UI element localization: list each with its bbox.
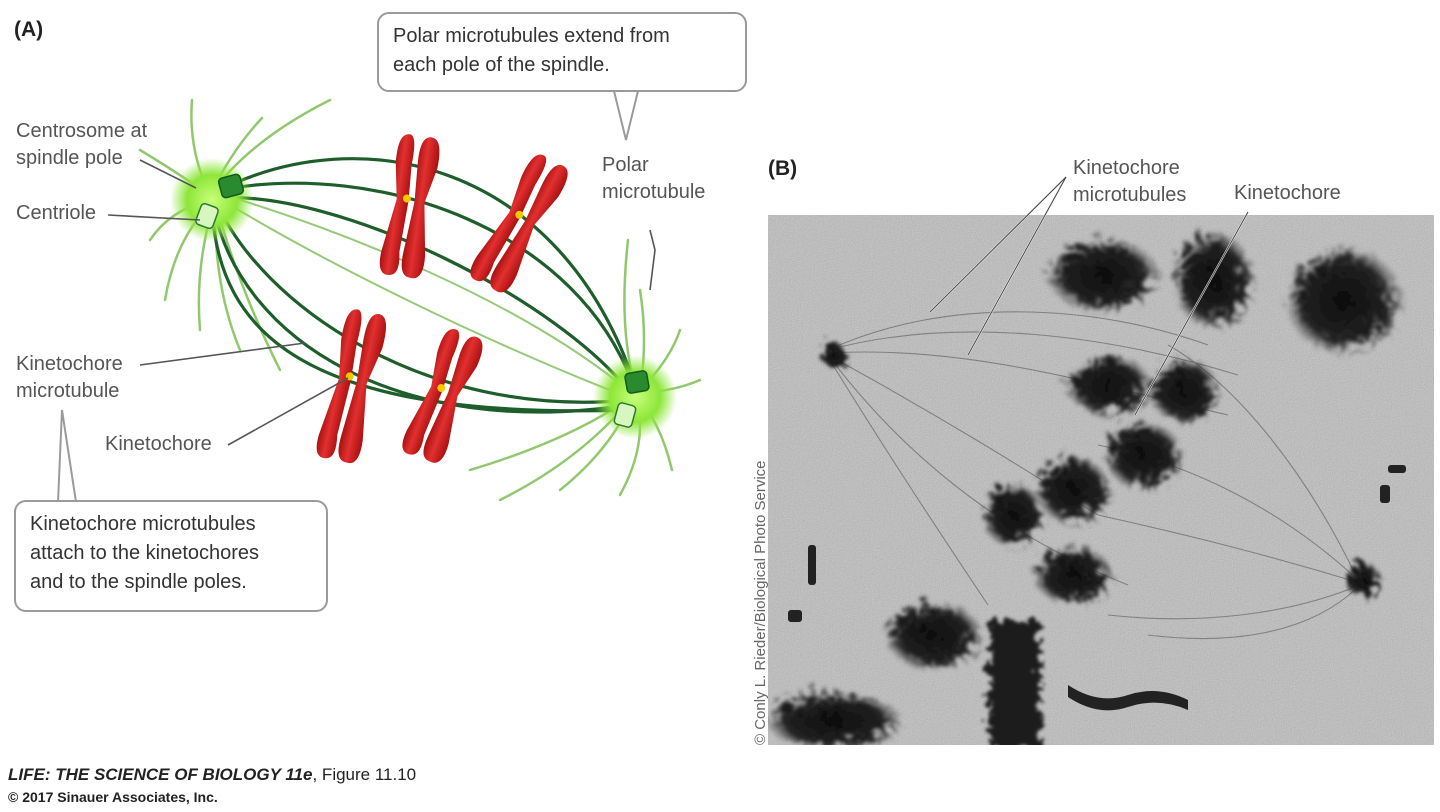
- label-kinetochore-b: Kinetochore: [1234, 182, 1341, 204]
- label-centrosome-line1: Centrosome at: [16, 120, 148, 142]
- kinetochore-4: [437, 383, 446, 392]
- label-kinetochore-mt-line2: microtubule: [16, 380, 120, 402]
- centrosome-right: [593, 355, 677, 439]
- photo-credit: © Conly L. Rieder/Biological Photo Servi…: [752, 460, 769, 745]
- footer-figure: , Figure 11.10: [312, 765, 417, 784]
- footer-citation: LIFE: THE SCIENCE OF BIOLOGY 11e, Figure…: [8, 765, 416, 785]
- chromosome-1: [379, 134, 440, 279]
- callout-polar-line1: Polar microtubules extend from: [393, 25, 670, 47]
- callout-polar-microtubules: Polar microtubules extend from each pole…: [377, 12, 747, 92]
- label-kinetochore-mt-line1: Kinetochore: [16, 353, 123, 375]
- label-kinetochore-mts-line2: microtubules: [1073, 184, 1187, 206]
- chromosome-4: [402, 329, 483, 463]
- callout-kinetochore-line2: attach to the kinetochores: [30, 542, 260, 564]
- callout-bottom-tail: [57, 409, 77, 503]
- callout-kinetochore-line1: Kinetochore microtubules: [30, 513, 256, 535]
- label-kinetochore-microtubules-b: Kinetochore microtubules: [1073, 155, 1186, 209]
- label-polar-line2: microtubule: [602, 181, 706, 203]
- electron-micrograph: [768, 215, 1434, 745]
- kinetochore-2: [515, 210, 524, 219]
- centriole-right-b: [613, 402, 637, 428]
- label-kinetochore-a: Kinetochore: [105, 433, 212, 455]
- centriole-left-a: [217, 173, 245, 199]
- leader-lines-a: [107, 159, 656, 446]
- label-centriole: Centriole: [16, 202, 97, 224]
- label-polar-line1: Polar: [602, 154, 649, 176]
- label-kinetochore-mts-line1: Kinetochore: [1073, 157, 1180, 179]
- footer-book-title: LIFE: THE SCIENCE OF BIOLOGY 11e: [8, 765, 313, 784]
- callout-polar-line2: each pole of the spindle.: [393, 54, 610, 76]
- callout-kinetochore-microtubules: Kinetochore microtubules attach to the k…: [14, 500, 328, 612]
- callout-kinetochore-line3: and to the spindle poles.: [30, 571, 247, 593]
- label-centrosome-line2: spindle pole: [16, 147, 123, 169]
- label-kinetochore-microtubule: Kinetochore microtubule: [16, 351, 123, 405]
- centriole-left-b: [195, 202, 219, 230]
- callout-top-tail: [613, 90, 639, 141]
- kinetochore-1: [402, 194, 411, 203]
- footer-copyright: © 2017 Sinauer Associates, Inc.: [8, 789, 218, 805]
- label-polar-microtubule: Polar microtubule: [602, 152, 705, 206]
- centrosome-left: [170, 158, 254, 242]
- chromosome-3: [316, 309, 386, 464]
- centriole-right-a: [624, 370, 650, 394]
- micrograph-debris: [788, 465, 1406, 711]
- chromosome-2: [470, 154, 568, 293]
- label-centrosome: Centrosome at spindle pole: [16, 118, 147, 172]
- spindle-diagram: [57, 90, 702, 503]
- panel-b-letter: (B): [768, 157, 798, 180]
- panel-a-letter: (A): [14, 18, 44, 41]
